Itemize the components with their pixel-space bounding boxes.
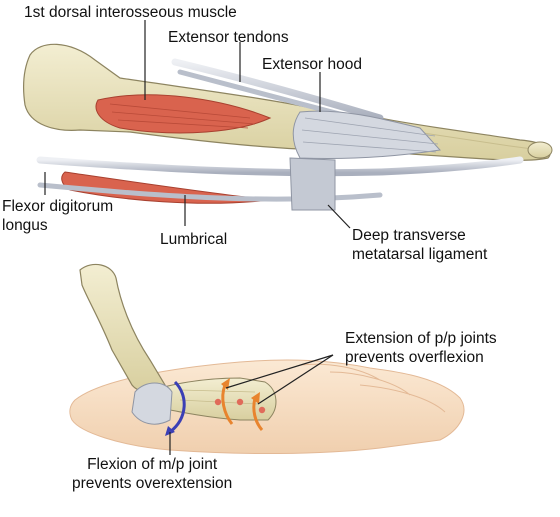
- label-extensor-hood: Extensor hood: [262, 56, 362, 73]
- label-deep-transverse-line2: metatarsal ligament: [352, 246, 488, 263]
- label-extension-line1: Extension of p/p joints: [345, 330, 497, 347]
- label-extension-pp: Extension of p/p joints prevents overfle…: [345, 329, 497, 367]
- label-flexion-line1: Flexion of m/p joint: [87, 456, 218, 473]
- label-flexion-mp: Flexion of m/p joint prevents overextens…: [72, 455, 232, 493]
- leader-lines: [44, 20, 351, 455]
- label-extensor-tendons: Extensor tendons: [168, 29, 289, 46]
- label-flexor-line2: longus: [2, 217, 48, 234]
- flexor-tendon: [36, 156, 524, 177]
- label-deep-transverse-line1: Deep transverse: [352, 227, 466, 244]
- tibia-bone: [79, 263, 166, 394]
- label-lumbrical: Lumbrical: [160, 231, 228, 248]
- flexion-arrow-icon: [169, 380, 186, 434]
- extensor-hood: [292, 110, 441, 160]
- deep-transverse-ligament: [289, 157, 336, 211]
- label-flexor-line1: Flexor digitorum: [2, 198, 114, 215]
- label-flexion-line2: prevents overextension: [72, 475, 233, 492]
- label-flexor-digitorum-longus: Flexor digitorum longus: [2, 197, 113, 235]
- bottom-illustration: [69, 263, 465, 455]
- top-illustration: [23, 43, 553, 211]
- extension-arrow-1-icon: [221, 384, 234, 425]
- label-extension-line2: prevents overflexion: [345, 349, 484, 366]
- extensor-tendon-1: [171, 58, 384, 122]
- label-dorsal-interosseous: 1st dorsal interosseous muscle: [24, 4, 237, 21]
- extension-arrow-2-icon: [252, 397, 264, 431]
- label-deep-transverse: Deep transverse metatarsal ligament: [352, 226, 487, 264]
